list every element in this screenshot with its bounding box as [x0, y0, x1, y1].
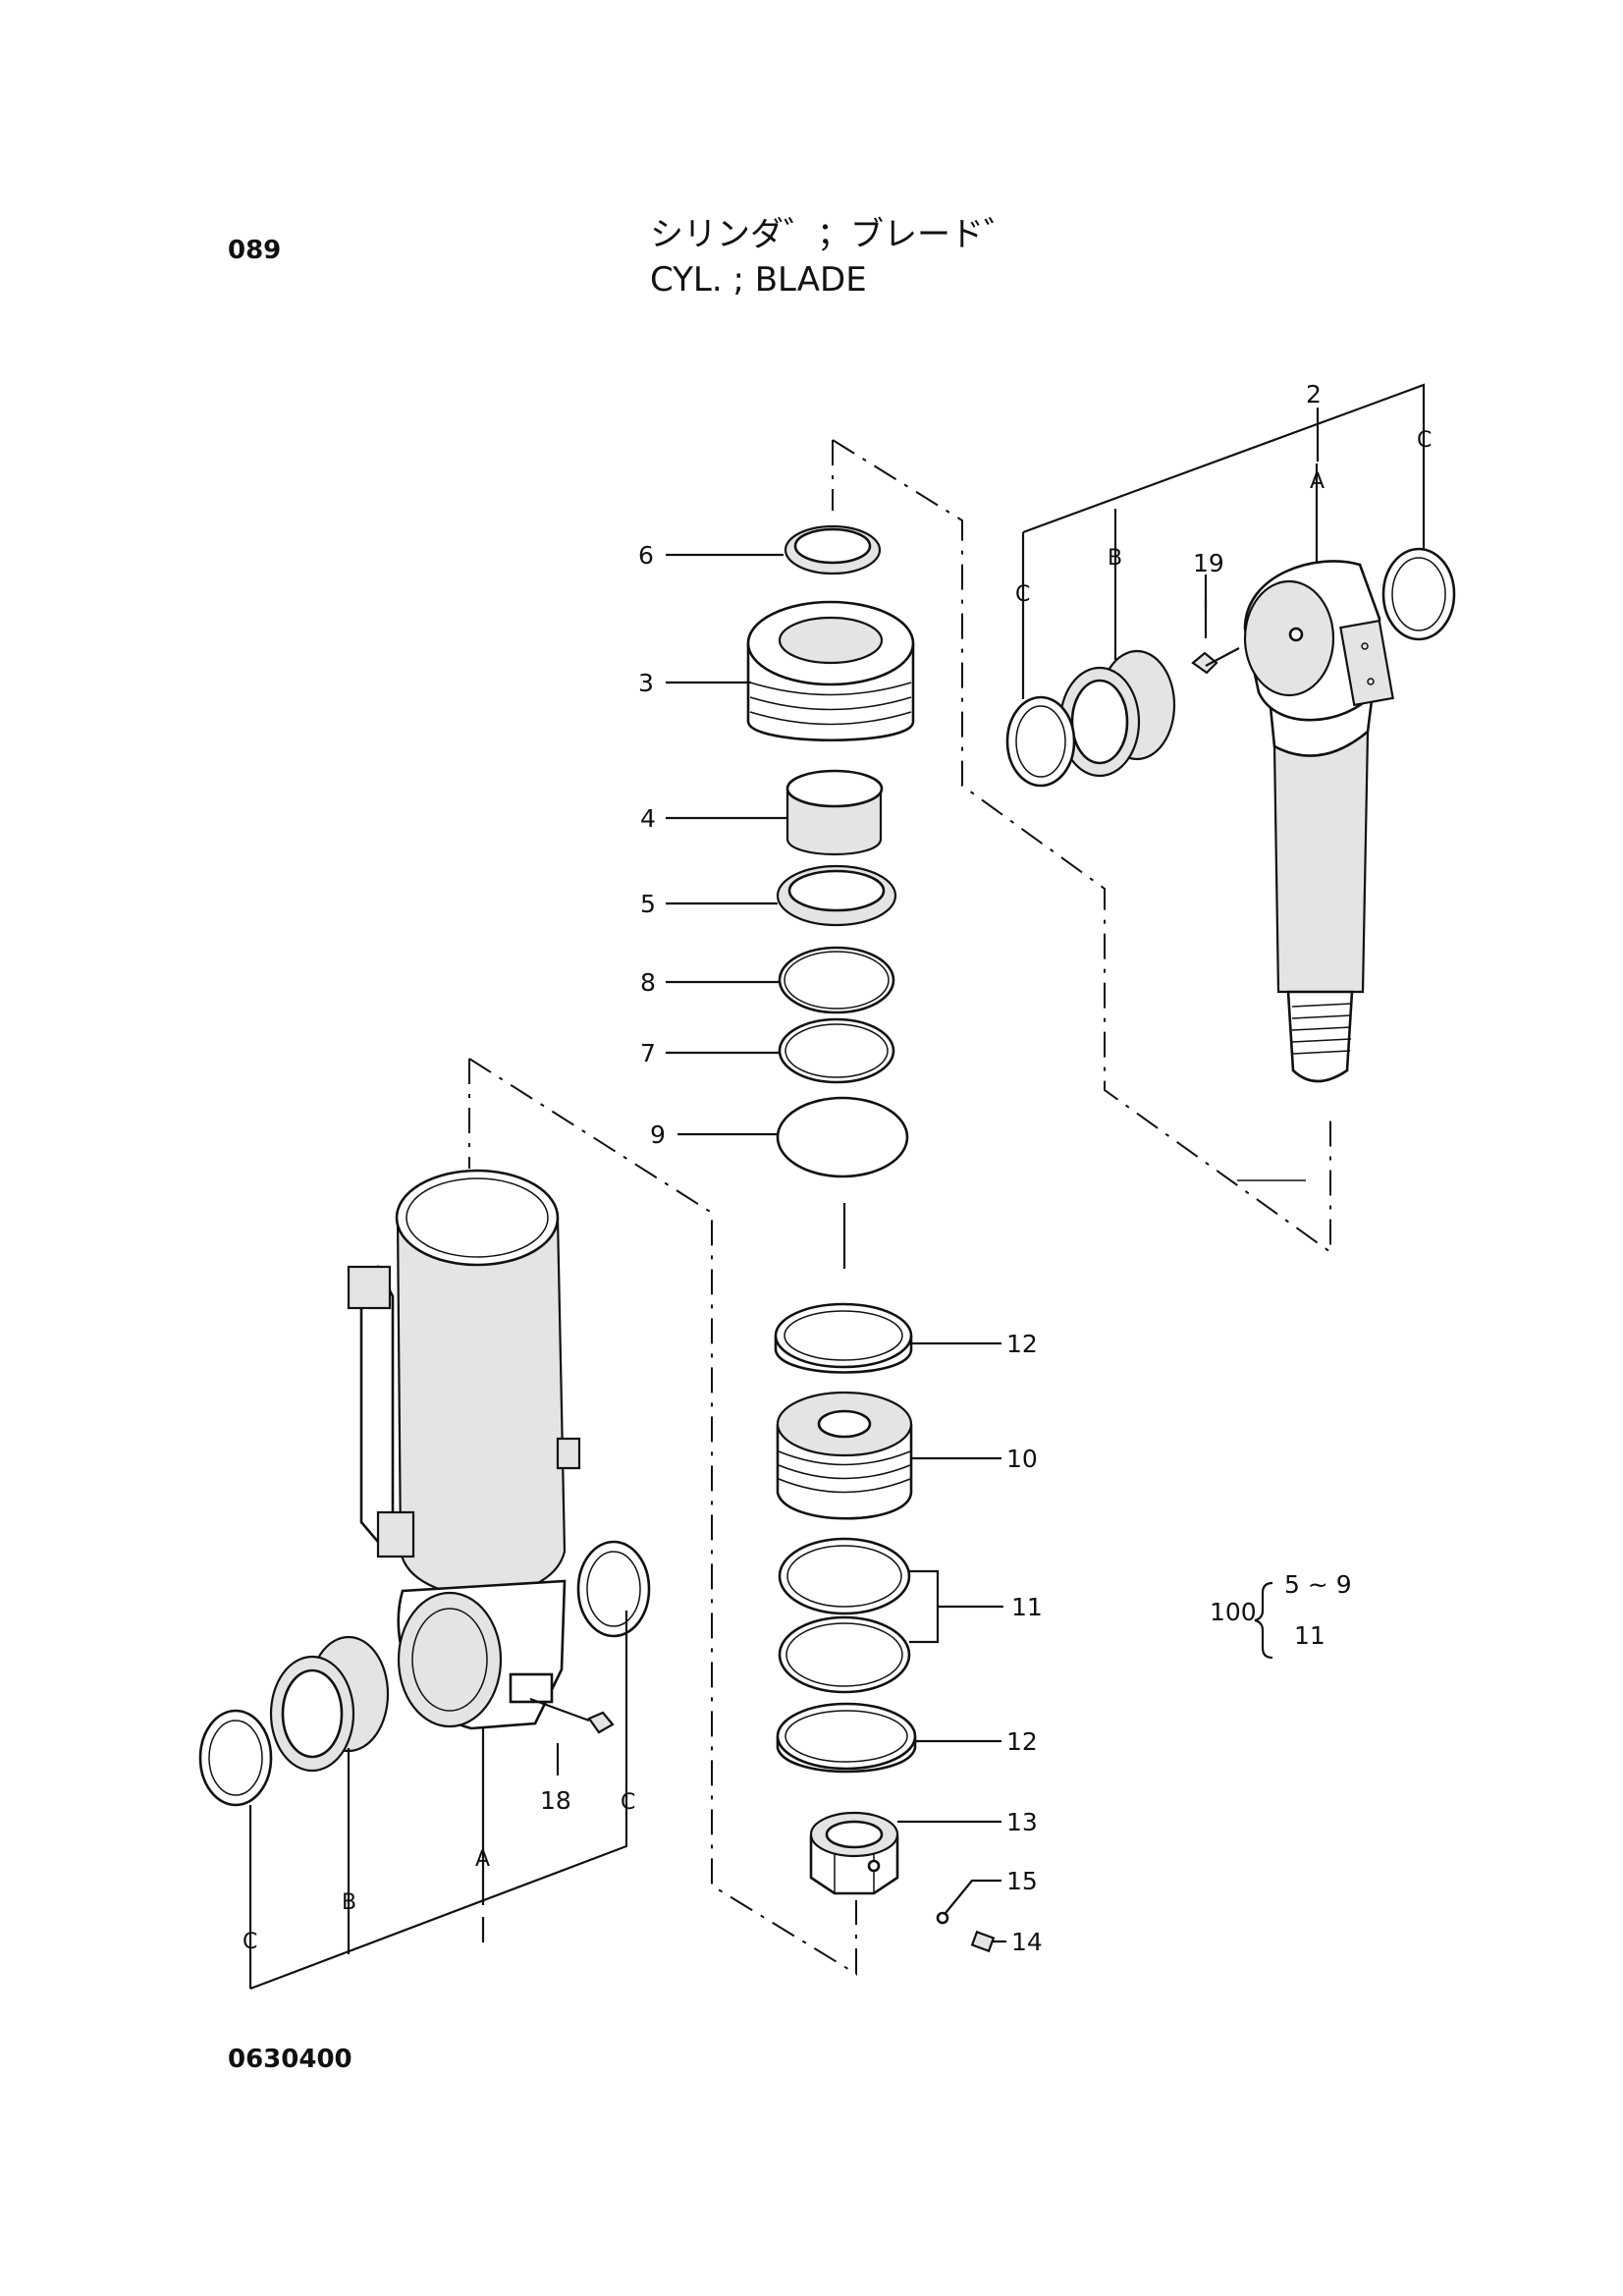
cylinder-tube-assembly: [198, 1169, 651, 1991]
leader-lines: [666, 408, 1320, 1943]
piston-rod-assembly: [1005, 383, 1456, 1083]
page-title: シリンダ゛；ブレード゛ CYL. ; BLADE: [650, 212, 1017, 302]
callout-labels: 6 3 4 5 8 7 9 12 10 11 12 13 15 14 2 19 …: [540, 380, 1322, 1956]
tube-label-c-right: C: [621, 1790, 635, 1815]
callout-15: 15: [1006, 1867, 1038, 1895]
kit-brace: [1254, 1581, 1273, 1660]
title-japanese: シリンダ゛；ブレード゛: [650, 215, 1017, 254]
kit-range-line1: 5 ~ 9: [1284, 1570, 1352, 1599]
callout-7: 7: [640, 1039, 656, 1067]
callout-10: 10: [1006, 1445, 1038, 1473]
assembly-guide-lines: [468, 439, 1331, 1976]
tube-label-a: A: [475, 1847, 490, 1872]
kit-range-line2: 11: [1294, 1621, 1325, 1650]
letter-labels: A B C C A B C C: [243, 428, 1432, 1954]
drawing-code: 0630400: [228, 2045, 352, 2074]
callout-18: 18: [540, 1786, 571, 1815]
piston-parts-stack: [774, 1302, 996, 1953]
title-english: CYL. ; BLADE: [650, 260, 867, 300]
callout-6: 6: [638, 541, 654, 570]
callout-8: 8: [640, 968, 656, 997]
rod-label-b: B: [1108, 546, 1122, 571]
callout-12-upper: 12: [1006, 1330, 1038, 1358]
callout-14: 14: [1011, 1928, 1043, 1956]
tube-label-c-left: C: [243, 1930, 257, 1954]
callout-19: 19: [1193, 549, 1224, 577]
rod-label-c-right: C: [1417, 428, 1432, 453]
callout-12-lower: 12: [1006, 1727, 1038, 1756]
rod-label-a: A: [1310, 469, 1325, 494]
callout-3: 3: [638, 669, 654, 697]
tube-label-b: B: [342, 1890, 356, 1915]
callout-9: 9: [650, 1121, 666, 1149]
gland-parts-stack: [746, 524, 915, 1178]
callout-11: 11: [1011, 1593, 1043, 1621]
callout-5: 5: [640, 890, 656, 918]
kit-number: 100: [1210, 1598, 1257, 1626]
callout-2: 2: [1306, 380, 1322, 409]
callout-13: 13: [1006, 1808, 1038, 1836]
rod-label-c-left: C: [1015, 582, 1030, 607]
page-number: 089: [228, 236, 282, 265]
callout-4: 4: [640, 804, 656, 833]
kit-note: 100 5 ~ 9 11: [1210, 1570, 1352, 1650]
